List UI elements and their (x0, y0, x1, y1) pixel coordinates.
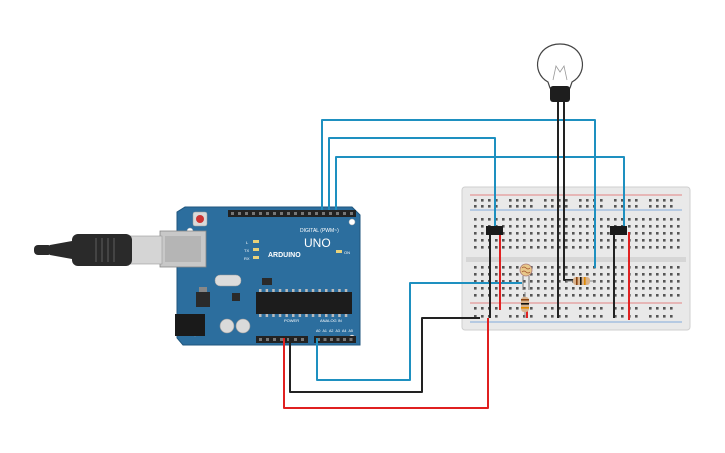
atmega-chip (256, 292, 352, 314)
digital-label: DIGITAL (PWM~) (300, 228, 339, 234)
on-label: ON (344, 250, 350, 255)
relay-icon (486, 226, 627, 235)
analog-pin-label: A1 (323, 329, 327, 333)
photoresistor-icon (519, 263, 533, 290)
model-label: UNO (304, 236, 331, 250)
resistor-icon (521, 277, 596, 318)
voltage-regulator (196, 292, 210, 307)
wire-bulb-2 (563, 98, 575, 281)
analog-pin-label: A3 (336, 329, 340, 333)
led-l-label: L (246, 240, 249, 245)
breadboard[interactable] (461, 186, 691, 331)
digital-header (228, 210, 356, 217)
capacitor-1 (219, 318, 235, 334)
power-label: POWER (284, 318, 299, 323)
analog-pin-label: A4 (342, 329, 346, 333)
analog-header (314, 336, 356, 343)
led-rx-label: RX (244, 256, 250, 261)
wire-blue-1 (321, 119, 596, 268)
analog-pin-label: A0 (316, 329, 320, 333)
brand-label: ARDUINO (268, 252, 301, 259)
wire-black-1 (289, 317, 480, 393)
reset-button-cap[interactable] (196, 215, 204, 223)
analog-pin-label: A2 (329, 329, 333, 333)
wire-red-1 (283, 318, 489, 409)
analog-pin-label: A5 (349, 329, 353, 333)
wires (283, 98, 630, 409)
light-bulb-icon (537, 43, 583, 102)
led-tx-label: TX (244, 248, 249, 253)
capacitor-2 (235, 318, 251, 334)
usb-cable-icon (34, 234, 163, 266)
wire-blue-2 (328, 137, 496, 230)
analog-label: ANALOG IN (320, 318, 342, 323)
arduino-uno-board[interactable]: L TX RX ON DIGITAL (PWM~) UNO ARDUINO PO… (159, 206, 361, 346)
breadboard-holes (474, 199, 680, 318)
wire-blue-3 (335, 156, 625, 230)
wire-blue-4 (316, 282, 522, 381)
power-jack (175, 314, 205, 336)
crystal-oscillator (214, 274, 242, 287)
